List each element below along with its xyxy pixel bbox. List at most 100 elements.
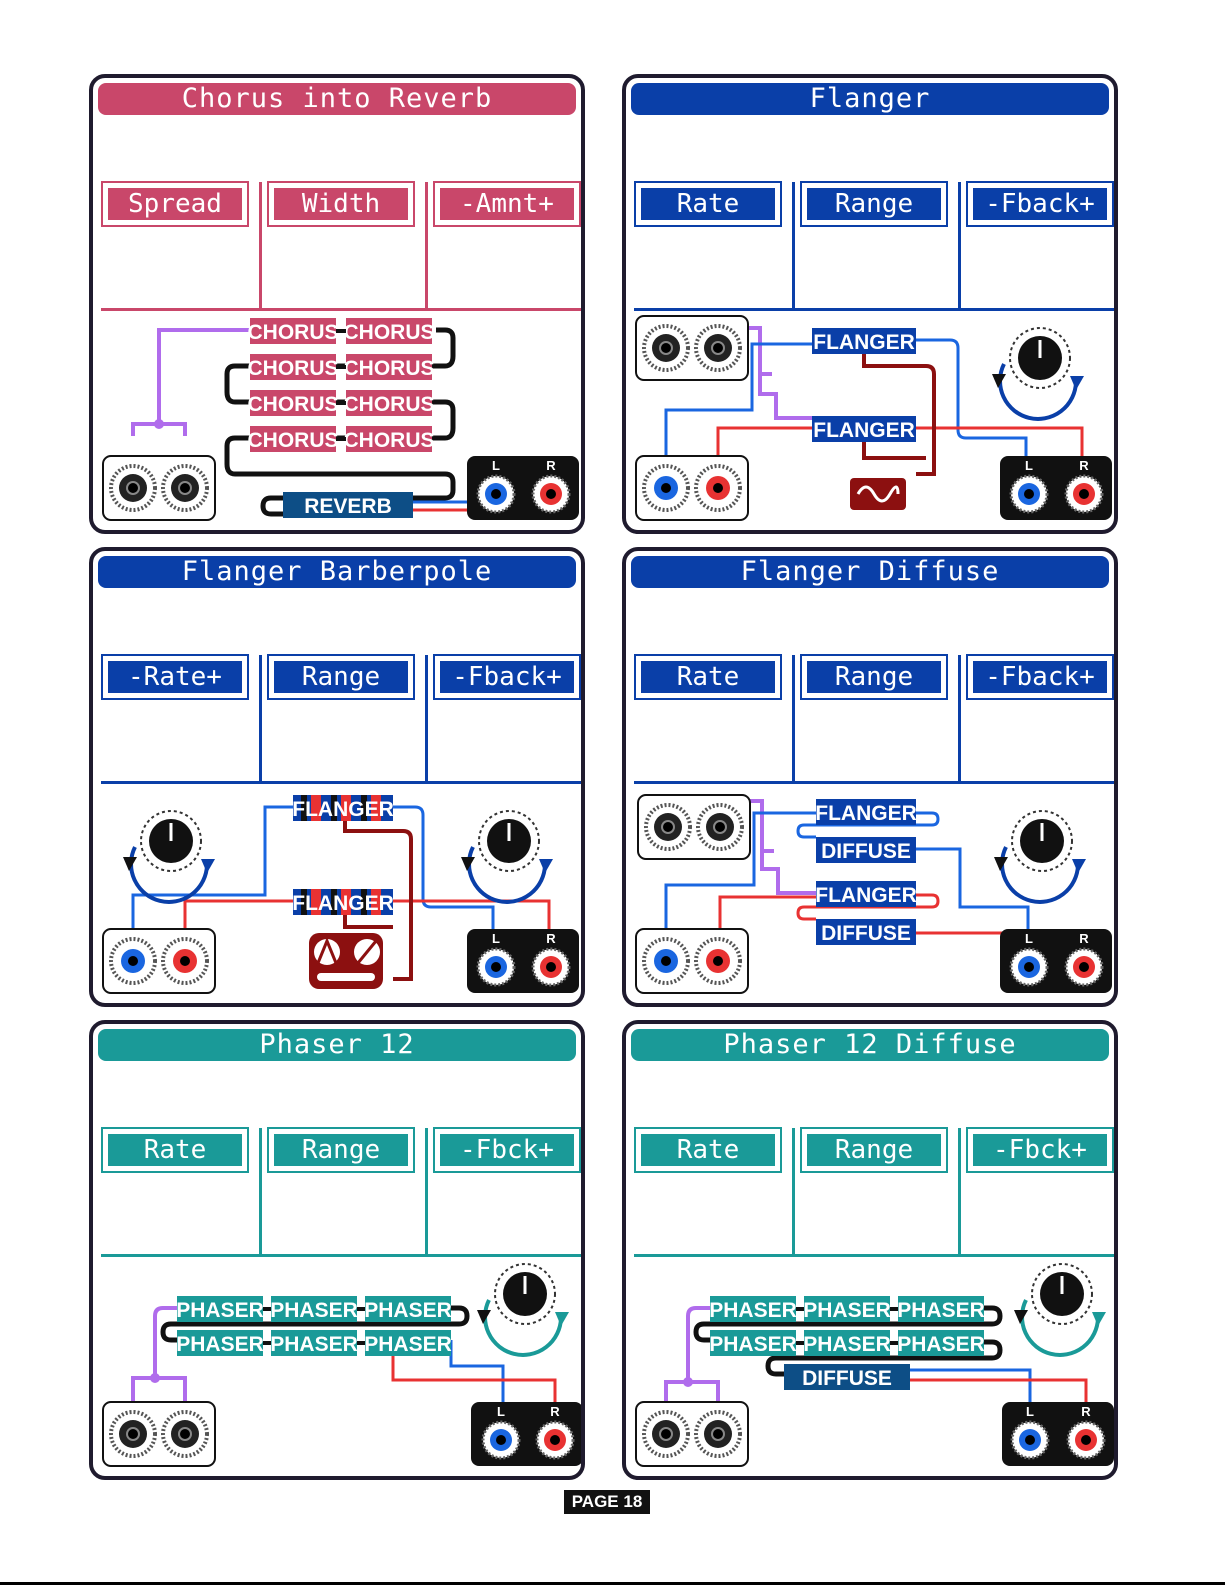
param-label-2: Width [267,181,415,227]
svg-text:R: R [1081,1404,1091,1419]
signal-flow-diagram: PHASER PHASER PHASER PHASER PHASER PHASE… [102,1263,581,1467]
panel-title: Phaser 12 [98,1029,576,1061]
chorus-label: CHORUS [247,357,338,380]
param-divider [259,1128,262,1256]
section-divider [101,1254,581,1257]
input-jacks [635,455,749,521]
section-divider [634,308,1114,311]
section-divider [101,781,581,784]
param-label-2: Range [800,181,948,227]
svg-text:L: L [492,458,500,473]
chorus-label: CHORUS [247,429,338,452]
param-divider [958,182,961,310]
bottom-rule [0,1582,1225,1585]
svg-text:L: L [1025,458,1033,473]
output-jacks: L R [467,929,579,993]
param-divider [259,655,262,783]
output-jacks: L R [471,1402,581,1466]
phaser-label: PHASER [897,1299,985,1322]
flanger-label: FLANGER [813,331,915,354]
svg-text:R: R [546,458,556,473]
param-divider [259,182,262,310]
section-divider [634,781,1114,784]
diffuse-label: DIFFUSE [821,840,911,863]
knob-icon [1014,1263,1106,1357]
param-divider [425,1128,428,1256]
phaser-label: PHASER [270,1333,358,1356]
param-label-1: Spread [101,181,249,227]
preset-panel-flanger: Flanger Rate Range -Fback+ FLANGER FLANG… [622,74,1118,534]
input-jacks [635,928,749,994]
knob-icon [994,810,1086,904]
param-label-2: Range [800,654,948,700]
panel-title: Flanger [631,83,1109,115]
preset-panel-flanger-diffuse: Flanger Diffuse Rate Range -Fback+ FLANG… [622,547,1118,1007]
param-label-3: -Fback+ [966,181,1114,227]
lfo-sine-icon [850,478,906,510]
knob-icon [461,810,553,904]
param-divider [792,182,795,310]
flanger-label: FLANGER [815,884,917,907]
flanger-block-barberpole: FLANGER FLANGER [292,795,394,915]
jack-pair-icon [635,315,749,381]
param-label-3: -Fback+ [966,654,1114,700]
phaser-label: PHASER [709,1333,797,1356]
svg-text:R: R [1079,458,1089,473]
phaser-label: PHASER [709,1299,797,1322]
param-label-1: -Rate+ [101,654,249,700]
page-number: PAGE 18 [564,1490,650,1514]
param-label-3: -Fbck+ [433,1127,581,1173]
signal-flow-diagram: FLANGER FLANGER L R [635,315,1112,521]
jack-pair-icon [637,794,751,860]
svg-text:L: L [492,931,500,946]
param-label-2: Range [267,654,415,700]
panel-title: Flanger Diffuse [631,556,1109,588]
phaser-label: PHASER [803,1333,891,1356]
section-divider [101,308,581,311]
flanger-label: FLANGER [813,419,915,442]
diffuse-label: DIFFUSE [802,1367,892,1390]
preset-panel-phaser-12-diffuse: Phaser 12 Diffuse Rate Range -Fbck+ PHAS… [622,1020,1118,1480]
phaser-label: PHASER [176,1299,264,1322]
output-jacks: L R [1000,456,1112,520]
chorus-label: CHORUS [343,321,434,344]
knob-icon [123,810,215,904]
jack-pair-icon [102,455,216,521]
flanger-label: FLANGER [292,892,394,915]
phaser-label: PHASER [364,1299,452,1322]
panel-title: Phaser 12 Diffuse [631,1029,1109,1061]
param-label-1: Rate [101,1127,249,1173]
param-label-3: -Fback+ [433,654,581,700]
param-label-2: Range [267,1127,415,1173]
phaser-label: PHASER [270,1299,358,1322]
reverb-label: REVERB [304,495,392,518]
chorus-label: CHORUS [247,321,338,344]
param-label-3: -Fbck+ [966,1127,1114,1173]
param-label-2: Range [800,1127,948,1173]
chorus-block: CHORUS CHORUS CHORUS CHORUS CHORUS CHORU… [247,318,435,452]
output-jacks: L R [1000,929,1112,993]
flanger-label: FLANGER [292,798,394,821]
signal-flow-diagram: CHORUS CHORUS CHORUS CHORUS CHORUS CHORU… [102,318,579,521]
param-divider [958,1128,961,1256]
signal-flow-diagram: FLANGER DIFFUSE FLANGER DIFFUSE L R [635,794,1112,994]
jack-pair-icon [635,1401,749,1467]
ramp-icon [309,933,383,989]
chorus-label: CHORUS [247,393,338,416]
param-divider [425,655,428,783]
knob-icon [477,1263,569,1357]
input-jacks [102,928,216,994]
output-jacks: L R [467,456,579,520]
panel-title: Chorus into Reverb [98,83,576,115]
svg-text:R: R [550,1404,560,1419]
chorus-label: CHORUS [343,357,434,380]
panel-title: Flanger Barberpole [98,556,576,588]
output-jacks: L R [1002,1402,1114,1466]
param-divider [425,182,428,310]
svg-text:L: L [1025,931,1033,946]
chorus-label: CHORUS [343,393,434,416]
param-label-3: -Amnt+ [433,181,581,227]
diffuse-label: DIFFUSE [821,922,911,945]
chorus-label: CHORUS [343,429,434,452]
param-label-1: Rate [634,1127,782,1173]
